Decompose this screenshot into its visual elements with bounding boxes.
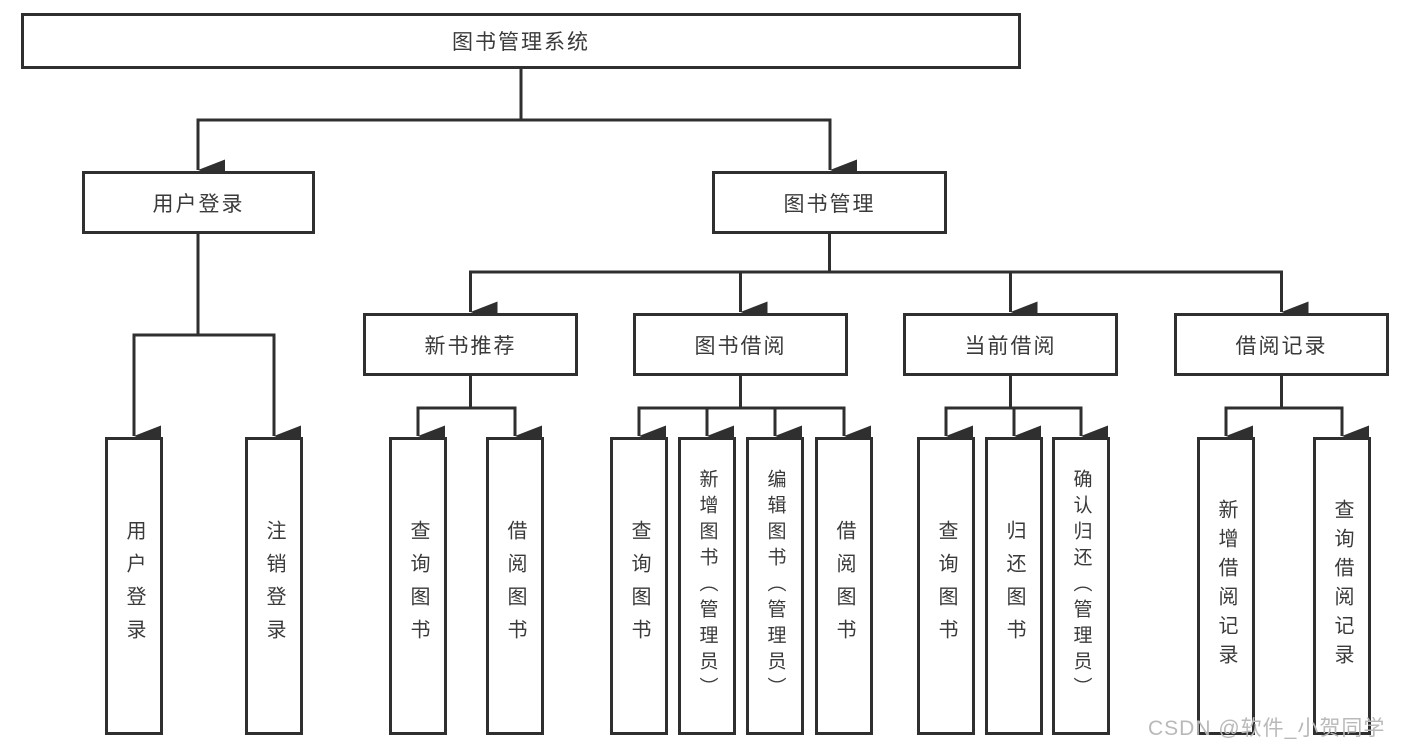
node-label: 查询图书 bbox=[935, 520, 957, 652]
node-label: 注销登录 bbox=[263, 520, 285, 652]
node-label: 用户登录 bbox=[152, 192, 245, 216]
leaf-add-borrow-record: 新增借阅记录 bbox=[1197, 437, 1255, 735]
node-label: 查询借阅记录 bbox=[1331, 499, 1353, 673]
node-label: 新书推荐 bbox=[424, 334, 517, 358]
watermark: CSDN @软件_小贺同学 bbox=[1148, 717, 1386, 740]
leaf-query-books-current: 查询图书 bbox=[917, 437, 975, 735]
node-label: 新增图书（管理员） bbox=[696, 469, 718, 703]
leaf-return-books: 归还图书 bbox=[985, 437, 1043, 735]
leaf-query-borrow-record: 查询借阅记录 bbox=[1313, 437, 1371, 735]
node-label: 图书借阅 bbox=[694, 334, 787, 358]
node-label: 借阅记录 bbox=[1235, 334, 1328, 358]
node-current-borrowing: 当前借阅 bbox=[903, 313, 1118, 376]
node-label: 当前借阅 bbox=[964, 334, 1057, 358]
node-label: 查询图书 bbox=[628, 520, 650, 652]
leaf-user-login: 用户登录 bbox=[105, 437, 163, 735]
leaf-query-books-borrowing: 查询图书 bbox=[610, 437, 668, 735]
node-label: 归还图书 bbox=[1003, 520, 1025, 652]
node-label: 新增借阅记录 bbox=[1215, 499, 1237, 673]
node-label: 借阅图书 bbox=[504, 520, 526, 652]
leaf-confirm-return-admin: 确认归还（管理员） bbox=[1052, 437, 1110, 735]
leaf-borrow-books-recommend: 借阅图书 bbox=[486, 437, 544, 735]
node-label: 图书管理 bbox=[783, 192, 876, 216]
node-label: 查询图书 bbox=[407, 520, 429, 652]
node-library-system: 图书管理系统 bbox=[21, 13, 1021, 69]
leaf-logout: 注销登录 bbox=[245, 437, 303, 735]
node-book-borrowing: 图书借阅 bbox=[633, 313, 848, 376]
node-label: 编辑图书（管理员） bbox=[764, 469, 786, 703]
leaf-edit-books-admin: 编辑图书（管理员） bbox=[746, 437, 804, 735]
node-label: 图书管理系统 bbox=[452, 31, 590, 54]
leaf-borrow-books-borrowing: 借阅图书 bbox=[815, 437, 873, 735]
leaf-add-books-admin: 新增图书（管理员） bbox=[678, 437, 736, 735]
node-new-book-recommendation: 新书推荐 bbox=[363, 313, 578, 376]
node-user-login: 用户登录 bbox=[82, 171, 315, 234]
node-label: 借阅图书 bbox=[833, 520, 855, 652]
node-label: 用户登录 bbox=[123, 520, 145, 652]
node-label: 确认归还（管理员） bbox=[1070, 469, 1092, 703]
node-book-management: 图书管理 bbox=[712, 171, 947, 234]
node-borrowing-records: 借阅记录 bbox=[1174, 313, 1389, 376]
leaf-query-books-recommend: 查询图书 bbox=[389, 437, 447, 735]
